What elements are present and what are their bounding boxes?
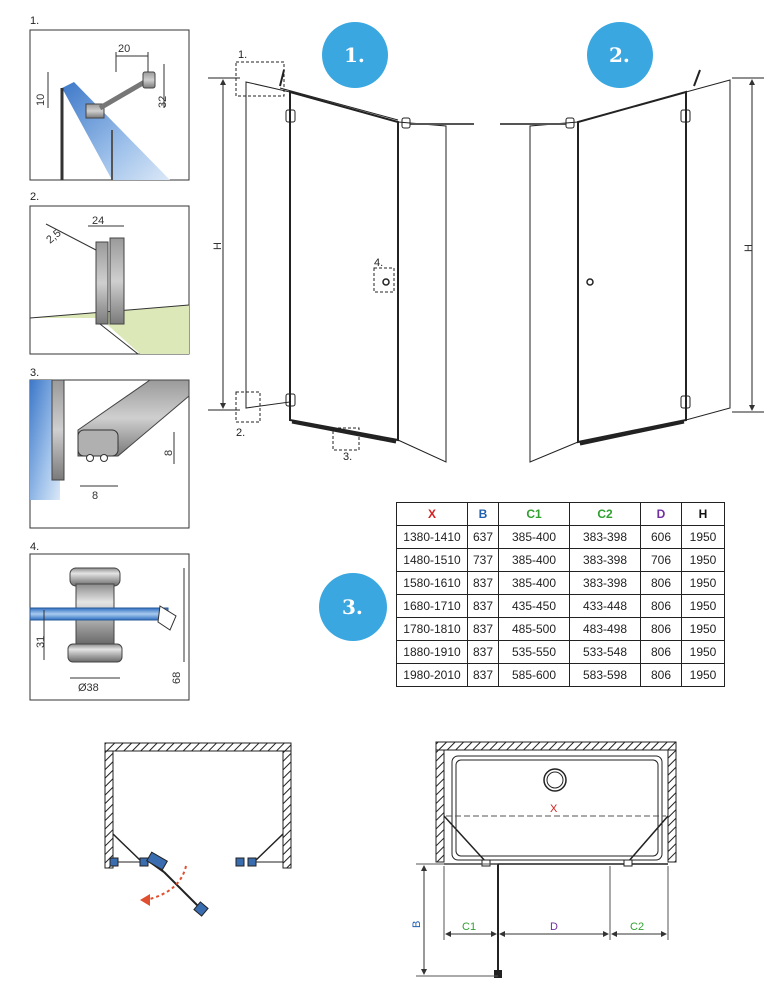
cell-h: 1950: [681, 594, 725, 618]
cell-x: 1580-1610: [396, 571, 468, 595]
front-view-2: [500, 69, 764, 463]
table-row: 1580-1610 837 385-400 383-398 806 1950: [396, 571, 725, 595]
cell-c2: 433-448: [569, 594, 641, 618]
table-row: 1780-1810 837 485-500 483-498 806 1950: [396, 617, 725, 641]
cell-x: 1780-1810: [396, 617, 468, 641]
header-d: D: [640, 502, 682, 526]
plan-d-label: D: [550, 921, 558, 933]
detail-1-dim-20: 20: [118, 43, 130, 55]
detail-1-number: 1.: [30, 15, 39, 27]
cell-d: 806: [640, 571, 682, 595]
cell-c2: 533-548: [569, 640, 641, 664]
cell-b: 837: [467, 617, 499, 641]
front-view-2-height-label: H: [743, 244, 755, 252]
dimension-table-header: X B C1 C2 D H: [396, 502, 725, 526]
detail-2-number: 2.: [30, 191, 39, 203]
cell-h: 1950: [681, 548, 725, 572]
cell-b: 737: [467, 548, 499, 572]
detail-3-number: 3.: [30, 367, 39, 379]
cell-c1: 435-450: [498, 594, 570, 618]
plan-view-left: [104, 742, 292, 917]
table-row: 1380-1410 637 385-400 383-398 606 1950: [396, 525, 725, 549]
cell-c2: 583-598: [569, 663, 641, 687]
dimension-table: X B C1 C2 D H 1380-1410 637 385-400 383-…: [396, 502, 725, 687]
cell-b: 837: [467, 663, 499, 687]
cell-d: 806: [640, 594, 682, 618]
badge-3: 3.: [319, 573, 387, 641]
cell-d: 806: [640, 640, 682, 664]
cell-h: 1950: [681, 640, 725, 664]
plan-c2-label: C2: [630, 921, 644, 933]
callout-2: 2.: [236, 427, 245, 439]
badge-1-label: 1.: [344, 43, 365, 67]
cell-x: 1380-1410: [396, 525, 468, 549]
header-h: H: [681, 502, 725, 526]
cell-h: 1950: [681, 617, 725, 641]
cell-c1: 585-600: [498, 663, 570, 687]
badge-2-label: 2.: [609, 43, 630, 67]
cell-b: 837: [467, 594, 499, 618]
cell-c1: 385-400: [498, 548, 570, 572]
detail-1-dim-10: 10: [35, 94, 47, 106]
detail-2-dim-24: 24: [92, 215, 104, 227]
detail-3: 3. 8 8: [29, 367, 190, 529]
cell-c1: 485-500: [498, 617, 570, 641]
header-x: X: [396, 502, 468, 526]
header-b: B: [467, 502, 499, 526]
cell-h: 1950: [681, 663, 725, 687]
table-row: 1480-1510 737 385-400 383-398 706 1950: [396, 548, 725, 572]
cell-d: 706: [640, 548, 682, 572]
cell-b: 837: [467, 640, 499, 664]
cell-h: 1950: [681, 525, 725, 549]
detail-3-dim-8-height: 8: [163, 450, 175, 456]
cell-x: 1980-2010: [396, 663, 468, 687]
detail-1: 1. 20 10 32: [29, 15, 190, 181]
detail-4-number: 4.: [30, 541, 39, 553]
cell-c2: 383-398: [569, 571, 641, 595]
detail-3-dim-8-width: 8: [92, 490, 98, 502]
plan-view-right: [416, 741, 677, 978]
detail-4-dim-68: 68: [171, 672, 183, 684]
front-view-1: [208, 61, 474, 463]
badge-3-label: 3.: [342, 595, 363, 619]
badge-2: 2.: [587, 22, 653, 88]
detail-2: 2. 24 2,5: [29, 191, 190, 355]
cell-c1: 385-400: [498, 525, 570, 549]
header-c2: C2: [569, 502, 641, 526]
cell-c1: 535-550: [498, 640, 570, 664]
header-c1: C1: [498, 502, 570, 526]
front-view-1-height-label: H: [212, 242, 224, 250]
callout-1: 1.: [238, 49, 247, 61]
cell-d: 806: [640, 663, 682, 687]
cell-d: 806: [640, 617, 682, 641]
callout-3: 3.: [343, 451, 352, 463]
table-row: 1980-2010 837 585-600 583-598 806 1950: [396, 663, 725, 687]
cell-x: 1480-1510: [396, 548, 468, 572]
badge-1: 1.: [322, 22, 388, 88]
cell-c1: 385-400: [498, 571, 570, 595]
table-row: 1880-1910 837 535-550 533-548 806 1950: [396, 640, 725, 664]
cell-x: 1680-1710: [396, 594, 468, 618]
detail-4: 4. 31 Ø38 68: [29, 541, 190, 701]
cell-d: 606: [640, 525, 682, 549]
detail-4-dim-31: 31: [35, 636, 47, 648]
detail-1-dim-32: 32: [157, 96, 169, 108]
cell-x: 1880-1910: [396, 640, 468, 664]
cell-c2: 483-498: [569, 617, 641, 641]
detail-4-dim-38: Ø38: [78, 682, 99, 694]
cell-b: 837: [467, 571, 499, 595]
table-row: 1680-1710 837 435-450 433-448 806 1950: [396, 594, 725, 618]
plan-b-label: B: [411, 921, 423, 928]
callout-4: 4.: [374, 257, 383, 269]
cell-c2: 383-398: [569, 548, 641, 572]
cell-h: 1950: [681, 571, 725, 595]
cell-c2: 383-398: [569, 525, 641, 549]
plan-x-label: X: [550, 803, 558, 815]
cell-b: 637: [467, 525, 499, 549]
plan-c1-label: C1: [462, 921, 476, 933]
